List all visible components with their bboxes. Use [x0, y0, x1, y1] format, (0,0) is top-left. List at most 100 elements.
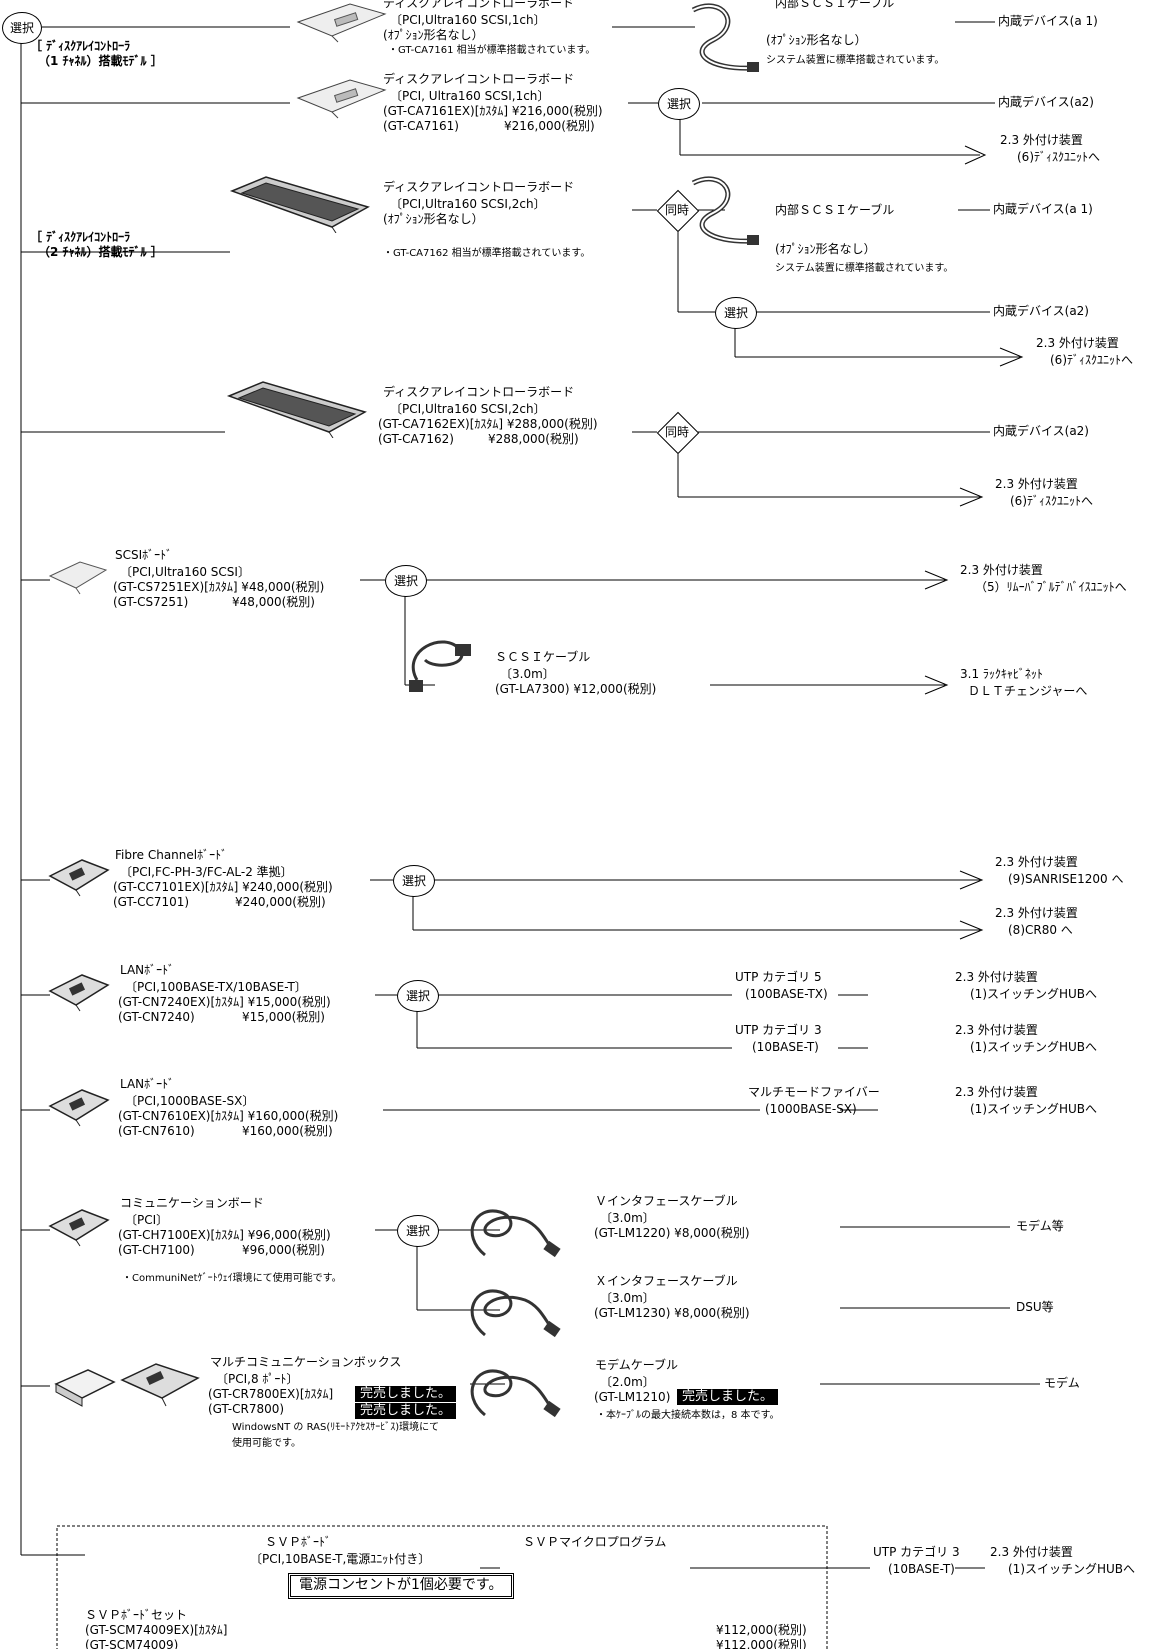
dest-internal-a2: 内蔵デバイス(a2): [993, 304, 1089, 318]
dac4-model-ex: (GT-CA7162EX)[ｶｽﾀﾑ] ¥288,000(税別): [378, 417, 598, 431]
sold-out-badge: 完売しました。: [355, 1403, 457, 1420]
modem-cable-name: モデムケーブル: [595, 1358, 679, 1372]
dac1-option: (ｵﾌﾟｼｮﾝ形名なし）: [383, 28, 484, 42]
fc-board-model: (GT-CC7101): [113, 895, 190, 909]
scsi-board-image: [48, 561, 108, 595]
dac1-note: ・GT-CA7161 相当が標準搭載されています。: [388, 45, 596, 56]
int-scsi-cable-2-name: 内部ＳＣＳＩケーブル: [775, 203, 895, 217]
lan2-board-model-ex: (GT-CN7610EX)[ｶｽﾀﾑ] ¥160,000(税別): [118, 1109, 339, 1123]
comm-board-model-price: ¥96,000(税別): [242, 1243, 325, 1257]
x-cable-model: (GT-LM1230) ¥8,000(税別): [594, 1306, 750, 1320]
dest-external-2-3: 2.3 外付け装置: [995, 855, 1078, 869]
svp-board-set-model: (GT-SCM74009): [85, 1638, 179, 1649]
dest-dlt-changer: ＤＬＴチェンジャーへ: [968, 684, 1088, 698]
dest-removable-device-unit: （5）ﾘﾑｰﾊﾞﾌﾞﾙﾃﾞﾊﾞｲｽﾕﾆｯﾄへ: [975, 580, 1127, 594]
svp-board-name: ＳＶＰﾎﾞｰﾄﾞ: [265, 1535, 332, 1549]
model1-heading-line2: （1 ﾁｬﾈﾙ）搭載ﾓﾃﾞﾙ ］: [38, 54, 163, 68]
v-interface-cable-image: [470, 1209, 561, 1258]
root-select-node: 選択: [2, 12, 42, 44]
svp-board-set-model-ex: (GT-SCM74009EX)[ｶｽﾀﾑ]: [85, 1623, 228, 1637]
sold-out-badge: 完売しました。: [355, 1386, 457, 1403]
dest-internal-a1: 内蔵デバイス(a 1): [998, 14, 1098, 28]
select-node: 選択: [658, 88, 700, 120]
fc-board-model-ex: (GT-CC7101EX)[ｶｽﾀﾑ] ¥240,000(税別): [113, 880, 333, 894]
select-node: 選択: [715, 297, 757, 329]
disk-array-board-1ch-image: [296, 3, 387, 43]
dest-external-2-3: 2.3 外付け装置: [995, 477, 1078, 491]
lan1-board-spec: 〔PCI,100BASE-TX/10BASE-T〕: [125, 980, 307, 994]
model2-heading-line1: ［ ﾃﾞｨｽｸｱﾚｲｺﾝﾄﾛｰﾗ: [30, 230, 131, 244]
int-scsi-cable-2-note: システム装置に標準搭載されています。: [775, 263, 954, 274]
select-node: 選択: [393, 865, 435, 897]
dest-external-2-3: 2.3 外付け装置: [955, 970, 1038, 984]
disk-array-board-1ch-image: [296, 79, 387, 119]
dac2-model-price: ¥216,000(税別): [504, 119, 595, 133]
mcb-spec: 〔PCI,8 ﾎﾟｰﾄ〕: [216, 1372, 299, 1386]
disk-array-board-2ch-image: [229, 176, 370, 233]
dac3-spec: 〔PCI,Ultra160 SCSI,2ch〕: [390, 197, 546, 211]
dac3-name: ディスクアレイコントローラボード: [383, 180, 575, 194]
dac2-model: (GT-CA7161): [383, 119, 459, 133]
dac1-name: ディスクアレイコントローラボード: [383, 0, 575, 10]
v-cable-model: (GT-LM1220) ¥8,000(税別): [594, 1226, 750, 1240]
scsi-board-name: SCSIﾎﾞｰﾄﾞ: [115, 548, 173, 562]
svp-price: ¥112,000(税別): [716, 1638, 807, 1649]
modem-cable-note: ・本ｹｰﾌﾞﾙの最大接続本数は，8 本です。: [596, 1410, 780, 1421]
dest-switching-hub: (1)スイッチングHUBへ: [970, 987, 1098, 1001]
svp-price-ex: ¥112,000(税別): [716, 1623, 807, 1637]
dac4-name: ディスクアレイコントローラボード: [383, 385, 575, 399]
v-cable-length: 〔3.0m〕: [600, 1211, 655, 1225]
fc-board-name: Fibre Channelﾎﾞｰﾄﾞ: [115, 848, 228, 862]
dest-disk-unit: (6)ﾃﾞｨｽｸﾕﾆｯﾄへ: [1050, 353, 1133, 367]
comm-board-name: コミュニケーションボード: [120, 1196, 264, 1210]
disk-array-board-2ch-image: [226, 381, 367, 438]
svp-microprogram: ＳＶＰマイクロプログラム: [523, 1535, 667, 1549]
simultaneous-node: 同時: [656, 189, 700, 233]
mcb-note-line2: 使用可能です。: [232, 1438, 301, 1449]
svp-board-spec: 〔PCI,10BASE-T,電源ﾕﾆｯﾄ付き〕: [250, 1552, 431, 1566]
int-scsi-cable-1-option: (ｵﾌﾟｼｮﾝ形名なし）: [766, 33, 867, 47]
dest-switching-hub: (1)スイッチングHUBへ: [970, 1102, 1098, 1116]
lan2-board-name: LANﾎﾞｰﾄﾞ: [120, 1077, 175, 1091]
communication-board-image: [48, 1209, 110, 1247]
model2-heading-line2: （2 ﾁｬﾈﾙ）搭載ﾓﾃﾞﾙ ］: [38, 245, 163, 259]
lan2-board-spec: 〔PCI,1000BASE-SX〕: [125, 1094, 255, 1108]
multi-communication-box-image: [54, 1363, 200, 1407]
int-scsi-cable-1-name: 内部ＳＣＳＩケーブル: [775, 0, 895, 10]
model1-heading-line1: ［ ﾃﾞｨｽｸｱﾚｲｺﾝﾄﾛｰﾗ: [30, 39, 131, 53]
lan1-board-model: (GT-CN7240): [118, 1010, 195, 1024]
dest-external-2-3: 2.3 外付け装置: [1000, 133, 1083, 147]
select-node: 選択: [385, 565, 427, 597]
int-scsi-cable-1-note: システム装置に標準搭載されています。: [766, 55, 945, 66]
comm-board-model: (GT-CH7100): [118, 1243, 195, 1257]
power-outlet-note: 電源コンセントが1個必要です。: [288, 1573, 514, 1599]
dest-switching-hub: (1)スイッチングHUBへ: [1008, 1562, 1136, 1576]
simultaneous-node: 同時: [656, 411, 700, 455]
utp-cat5-label: UTP カテゴリ 5: [735, 970, 822, 984]
mcb-name: マルチコミュニケーションボックス: [210, 1355, 402, 1369]
fc-board-spec: 〔PCI,FC-PH-3/FC-AL-2 準拠〕: [120, 865, 293, 879]
lan-board-image: [48, 974, 110, 1012]
modem-cable-model: (GT-LM1210): [594, 1390, 671, 1404]
dac4-model: (GT-CA7162): [378, 432, 454, 446]
dest-modem: モデム: [1044, 1376, 1080, 1390]
comm-board-note: ・CommuniNetｹﾞｰﾄｳｪｲ環境にて使用可能です。: [122, 1273, 342, 1284]
dest-internal-a2: 内蔵デバイス(a2): [998, 95, 1094, 109]
scsi-board-spec: 〔PCI,Ultra160 SCSI〕: [120, 565, 250, 579]
dest-switching-hub: (1)スイッチングHUBへ: [970, 1040, 1098, 1054]
lan1-board-model-price: ¥15,000(税別): [242, 1010, 325, 1024]
comm-board-spec: 〔PCI〕: [125, 1213, 169, 1227]
select-node: 選択: [397, 980, 439, 1012]
modem-cable-image: [470, 1369, 561, 1418]
dest-cr80: (8)CR80 へ: [1008, 923, 1073, 937]
dest-external-2-3: 2.3 外付け装置: [995, 906, 1078, 920]
fc-board-model-price: ¥240,000(税別): [235, 895, 326, 909]
x-cable-name: Ｘインタフェースケーブル: [595, 1274, 738, 1288]
utp-cat5-sub: (100BASE-TX): [745, 987, 828, 1001]
lan1-board-model-ex: (GT-CN7240EX)[ｶｽﾀﾑ] ¥15,000(税別): [118, 995, 331, 1009]
int-scsi-cable-2-option: (ｵﾌﾟｼｮﾝ形名なし）: [775, 242, 876, 256]
scsi-cable-name: ＳＣＳＩケーブル: [495, 650, 591, 664]
dest-sanrise: (9)SANRISE1200 へ: [1008, 872, 1124, 886]
sold-out-badge: 完売しました。: [677, 1389, 779, 1406]
